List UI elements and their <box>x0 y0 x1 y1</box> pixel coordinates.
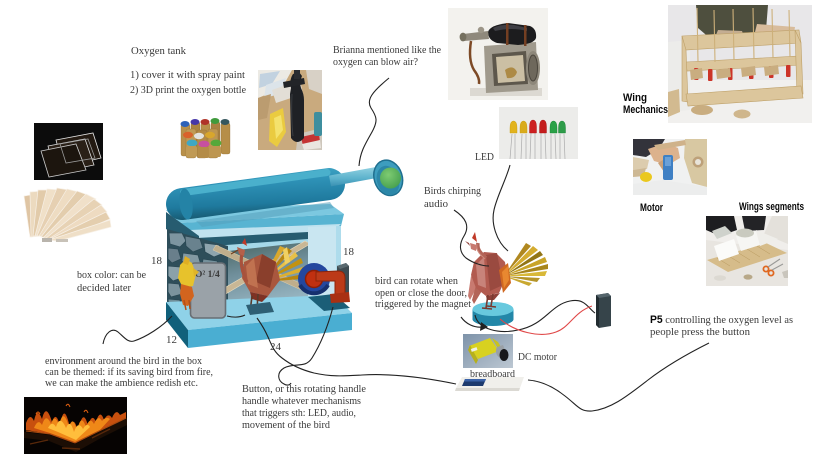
svg-text:box color: can be: box color: can be <box>77 269 146 281</box>
svg-text:12: 12 <box>166 334 177 346</box>
svg-text:Oxygen tank: Oxygen tank <box>131 45 186 57</box>
svg-text:breadboard: breadboard <box>470 368 515 380</box>
svg-text:decided later: decided later <box>77 282 131 294</box>
svg-text:Button, or this rotating handl: Button, or this rotating handle <box>242 383 366 395</box>
svg-text:Mechanics: Mechanics <box>623 104 668 116</box>
svg-text:18: 18 <box>343 246 355 258</box>
svg-text:1) cover it with spray paint: 1) cover it with spray paint <box>130 69 245 81</box>
svg-text:24: 24 <box>270 341 282 353</box>
svg-text:environment around the bird in: environment around the bird in the box <box>45 355 202 367</box>
svg-text:can be themed: if its saving b: can be themed: if its saving bird from f… <box>45 366 213 378</box>
svg-text:2) 3D print the oxygen bottle: 2) 3D print the oxygen bottle <box>130 84 246 96</box>
svg-text:Birds chirping: Birds chirping <box>424 185 481 197</box>
svg-text:open or close the door,: open or close the door, <box>375 287 467 299</box>
svg-text:people press the button: people press the button <box>650 326 750 338</box>
svg-text:triggered by the magnet: triggered by the magnet <box>375 298 471 310</box>
svg-text:audio: audio <box>424 198 448 210</box>
svg-text:movement of the bird: movement of the bird <box>242 419 330 431</box>
svg-text:that triggers sth: LED, audio,: that triggers sth: LED, audio, <box>242 407 356 419</box>
svg-text:we can make the ambience redis: we can make the ambience redish etc. <box>45 377 198 389</box>
svg-text:oxygen can blow air?: oxygen can blow air? <box>333 56 418 68</box>
svg-text:handle whatever mechanisms: handle whatever mechanisms <box>242 395 361 407</box>
svg-text:Motor: Motor <box>640 202 664 214</box>
svg-text:Brianna mentioned like the: Brianna mentioned like the <box>333 44 441 56</box>
svg-text:Wings segments: Wings segments <box>739 201 804 213</box>
svg-text:bird can rotate when: bird can rotate when <box>375 275 458 287</box>
svg-text:18: 18 <box>151 255 163 267</box>
svg-text:P5 controlling the oxygen leve: P5 controlling the oxygen level as <box>650 314 793 326</box>
svg-text:Wing: Wing <box>623 92 647 104</box>
svg-text:LED: LED <box>475 151 494 163</box>
svg-text:DC motor: DC motor <box>518 351 557 363</box>
svg-text:O² 1/4: O² 1/4 <box>195 270 220 280</box>
